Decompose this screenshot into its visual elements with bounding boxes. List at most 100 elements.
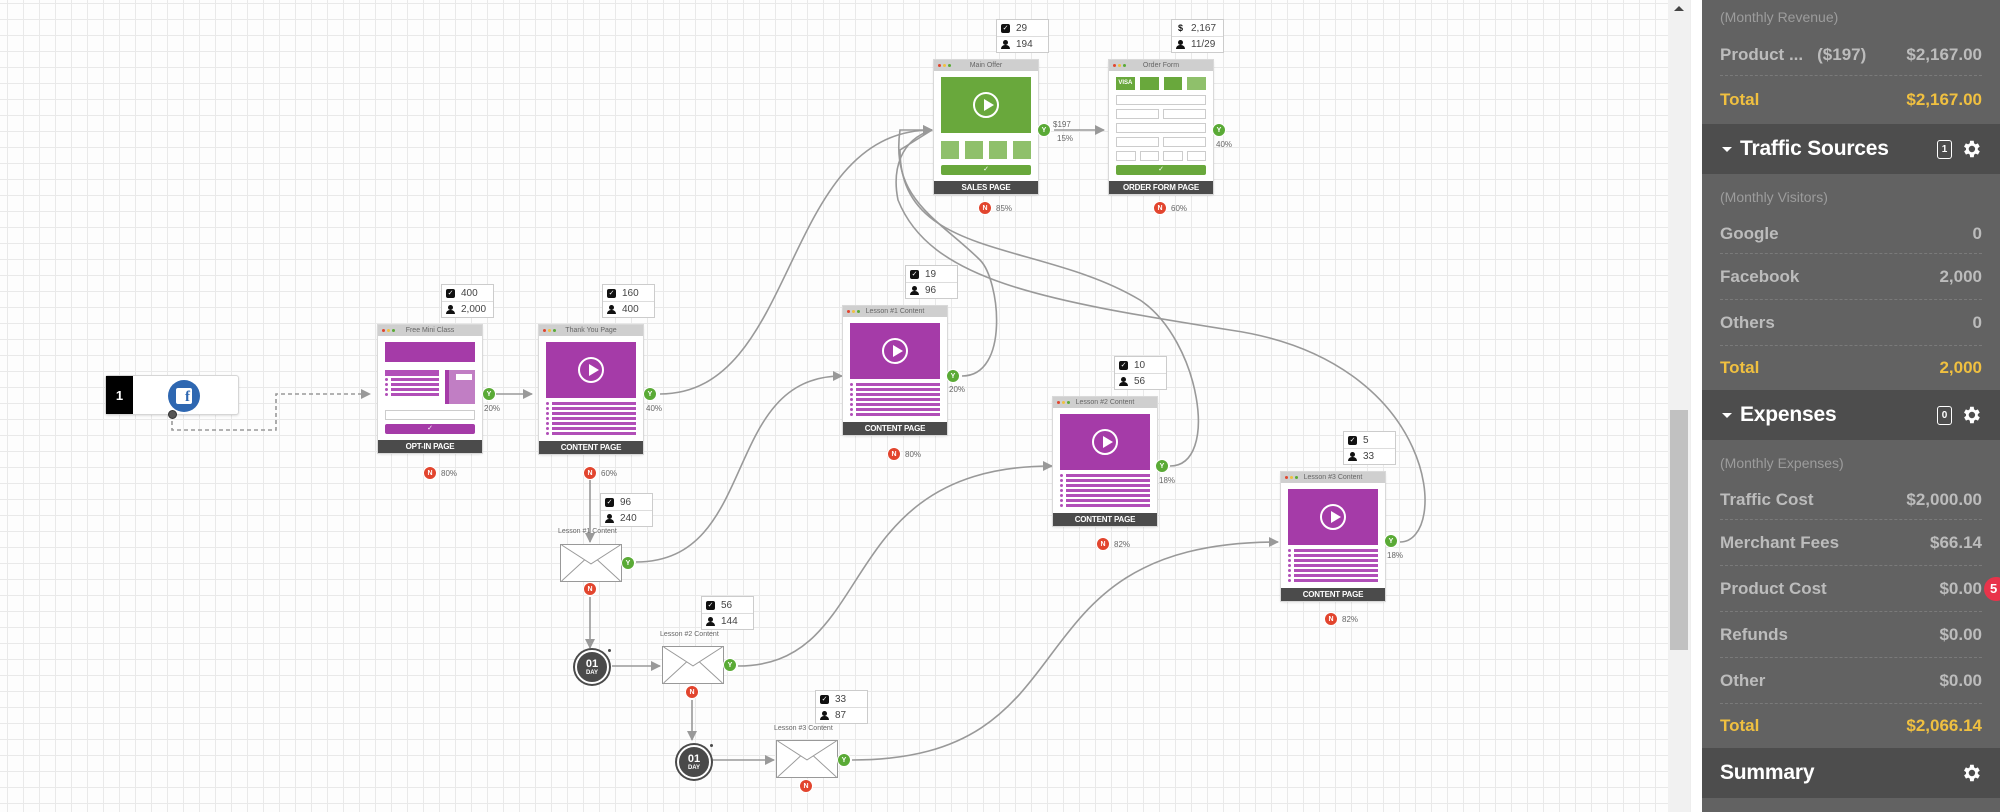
count-badge: 0	[1937, 405, 1952, 425]
traffic-total: Total 2,000	[1720, 346, 1982, 390]
item-value: $66.14	[1930, 532, 1982, 552]
expense-item[interactable]: Product Cost $0.00 5	[1720, 566, 2000, 612]
page-node-lesson3[interactable]: Lesson #3 Content CONTENT PAGE	[1281, 472, 1385, 601]
page-title: Main Offer	[969, 62, 1003, 69]
no-badge[interactable]: N	[1096, 537, 1110, 551]
no-badge[interactable]: N	[685, 685, 699, 699]
notification-badge[interactable]: 5	[1984, 576, 2000, 601]
page-type-label: CONTENT PAGE	[1281, 588, 1385, 601]
facebook-icon: f	[168, 380, 200, 412]
amex-card-icon	[1187, 77, 1206, 90]
no-percent: 60%	[601, 469, 618, 478]
revenue-item[interactable]: Product ...($197) $2,167.00	[1720, 34, 1982, 76]
expenses-header[interactable]: Expenses 0	[1702, 390, 2000, 440]
item-label: Refunds	[1720, 624, 1788, 644]
collapse-caret-icon[interactable]	[1722, 412, 1732, 418]
visitors-icon	[820, 711, 829, 720]
yes-badge[interactable]: Y	[946, 369, 960, 383]
yes-badge[interactable]: Y	[723, 658, 737, 672]
stats-box-sales: ✓29 194	[996, 19, 1049, 53]
timer-unit: DAY	[687, 765, 701, 771]
gear-icon[interactable]	[1960, 762, 1982, 784]
revenue-section: (Monthly Revenue) Product ...($197) $2,1…	[1702, 0, 2000, 124]
email-node-3[interactable]	[776, 740, 838, 778]
delay-timer-1[interactable]: 01 DAY	[575, 649, 611, 684]
divider	[1690, 0, 1702, 812]
yes-badge[interactable]: Y	[621, 556, 635, 570]
page-node-thank-you[interactable]: Thank You Page CONTENT PAGE	[539, 325, 643, 454]
no-percent: 82%	[1342, 615, 1359, 624]
no-badge[interactable]: N	[1153, 201, 1167, 215]
stat-revenue: 2,167	[1191, 22, 1217, 34]
traffic-source-node[interactable]: 1 f	[105, 375, 239, 415]
section-title: Summary	[1720, 761, 1815, 784]
stats-box-order: $2,167 11/29	[1171, 19, 1224, 53]
envelope-icon	[663, 647, 723, 683]
item-label: Facebook	[1720, 266, 1800, 286]
total-label: Total	[1720, 716, 1760, 735]
delay-timer-2[interactable]: 01 DAY	[677, 744, 713, 779]
scrollbar-thumb[interactable]	[1670, 410, 1688, 650]
email-node-1[interactable]	[560, 544, 622, 582]
gear-icon[interactable]	[1960, 404, 1982, 426]
visitors-icon	[1001, 40, 1010, 49]
email-label: Lesson #2 Content	[660, 631, 719, 638]
page-title: Lesson #2 Content	[1075, 399, 1135, 406]
item-label: Traffic Cost	[1720, 489, 1814, 509]
no-badge[interactable]: N	[423, 466, 437, 480]
metrics-sidebar: (Monthly Revenue) Product ...($197) $2,1…	[1702, 0, 2000, 812]
no-badge[interactable]: N	[887, 447, 901, 461]
page-node-lesson2[interactable]: Lesson #2 Content CONTENT PAGE	[1053, 397, 1157, 526]
no-badge[interactable]: N	[978, 201, 992, 215]
timer-unit: DAY	[585, 670, 599, 676]
yes-badge[interactable]: Y	[1037, 123, 1051, 137]
expense-item[interactable]: Merchant Fees $66.14	[1720, 520, 1982, 566]
page-titlebar: Order Form	[1109, 60, 1213, 71]
no-badge[interactable]: N	[799, 779, 813, 793]
email-label: Lesson #1 Content	[558, 528, 617, 535]
play-icon	[973, 92, 999, 118]
visitors-icon	[607, 305, 616, 314]
funnel-canvas[interactable]: 1 f ✓400 2,000 Free Mini Class ✓ OPT-IN …	[0, 0, 1668, 812]
item-value: $2,167.00	[1906, 44, 1982, 64]
page-node-order-form[interactable]: Order Form VISA ✓ ORDER FORM PAGE	[1109, 60, 1213, 194]
page-titlebar: Lesson #2 Content	[1053, 397, 1157, 408]
gear-icon[interactable]	[1960, 138, 1982, 160]
summary-header[interactable]: Summary	[1702, 748, 2000, 798]
vertical-scrollbar[interactable]	[1668, 0, 1690, 812]
traffic-sources-header[interactable]: Traffic Sources 1	[1702, 124, 2000, 174]
yes-badge[interactable]: Y	[1155, 459, 1169, 473]
page-node-sales[interactable]: Main Offer ✓ SALES PAGE	[934, 60, 1038, 194]
page-title: Lesson #1 Content	[865, 308, 925, 315]
stat-visitors: 11/29	[1191, 39, 1216, 50]
email-node-2[interactable]	[662, 646, 724, 684]
connection-handle[interactable]	[168, 410, 177, 419]
expense-item[interactable]: Other $0.00	[1720, 658, 1982, 704]
page-type-label: CONTENT PAGE	[539, 441, 643, 454]
item-value: $0.00	[1939, 670, 1982, 690]
yes-badge[interactable]: Y	[643, 387, 657, 401]
traffic-item[interactable]: Facebook 2,000	[1720, 254, 1982, 300]
scroll-up-arrow-icon[interactable]	[1674, 6, 1684, 11]
expense-item[interactable]: Traffic Cost $2,000.00	[1720, 480, 1982, 520]
yes-badge[interactable]: Y	[837, 753, 851, 767]
expenses-total: Total $2,066.14	[1720, 704, 1982, 748]
page-title: Order Form	[1142, 62, 1180, 69]
page-node-lesson1[interactable]: Lesson #1 Content CONTENT PAGE	[843, 306, 947, 435]
no-percent: 82%	[1114, 540, 1131, 549]
yes-badge[interactable]: Y	[1212, 123, 1226, 137]
no-badge[interactable]: N	[1324, 612, 1338, 626]
conversions-icon: ✓	[446, 288, 455, 298]
yes-badge[interactable]: Y	[1384, 534, 1398, 548]
envelope-icon	[561, 545, 621, 581]
yes-percent: 40%	[1216, 140, 1233, 149]
no-badge[interactable]: N	[583, 466, 597, 480]
page-node-optin[interactable]: Free Mini Class ✓ OPT-IN PAGE	[378, 325, 482, 453]
expense-item[interactable]: Refunds $0.00	[1720, 612, 1982, 658]
traffic-item[interactable]: Others 0	[1720, 300, 1982, 346]
traffic-item[interactable]: Google 0	[1720, 214, 1982, 254]
collapse-caret-icon[interactable]	[1722, 146, 1732, 152]
no-percent: 60%	[1171, 204, 1188, 213]
no-badge[interactable]: N	[583, 582, 597, 596]
yes-badge[interactable]: Y	[482, 387, 496, 401]
